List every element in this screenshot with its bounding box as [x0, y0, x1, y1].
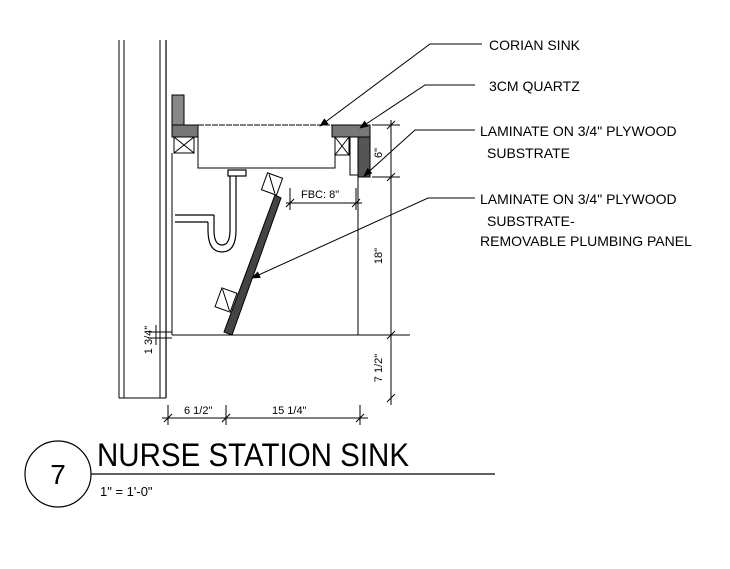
sink-bowl [197, 124, 336, 169]
callout-quartz: 3CM QUARTZ [489, 78, 580, 94]
dim-knee-height: 18" [373, 248, 385, 264]
callout-laminate-panel-3: REMOVABLE PLUMBING PANEL [480, 233, 692, 249]
detail-number: 7 [50, 459, 66, 490]
callout-laminate-top-2: SUBSTRATE [487, 145, 570, 161]
p-trap [175, 169, 247, 253]
dim-fbc: FBC: 8" [301, 189, 339, 201]
detail-scale: 1" = 1'-0" [100, 484, 153, 499]
base-dimension [162, 405, 368, 425]
dim-base-right: 15 1/4" [272, 405, 307, 417]
wood-blocking [173, 136, 350, 156]
callout-laminate-panel-2: SUBSTRATE- [487, 213, 575, 229]
dim-apron: 6" [373, 148, 385, 158]
fbc-dimension [285, 188, 362, 210]
vertical-dimension [372, 120, 400, 405]
leader-lines [251, 43, 482, 279]
dim-toe-height: 7 1/2" [373, 354, 385, 382]
callout-corian-sink: CORIAN SINK [489, 37, 581, 53]
wall-offset-dimension [148, 325, 172, 345]
countertop-quartz [171, 124, 371, 178]
plumbing-panel [214, 172, 284, 336]
title-block: 7 NURSE STATION SINK 1" = 1'-0" [24, 437, 495, 508]
detail-title: NURSE STATION SINK [97, 437, 409, 473]
dim-wall-offset: 1 3/4" [143, 326, 155, 354]
knee-space [171, 153, 410, 336]
callout-laminate-panel-1: LAMINATE ON 3/4" PLYWOOD [480, 191, 677, 207]
dim-base-left: 6 1/2" [184, 405, 212, 417]
backsplash [171, 94, 185, 126]
callout-laminate-top-1: LAMINATE ON 3/4" PLYWOOD [480, 123, 677, 139]
